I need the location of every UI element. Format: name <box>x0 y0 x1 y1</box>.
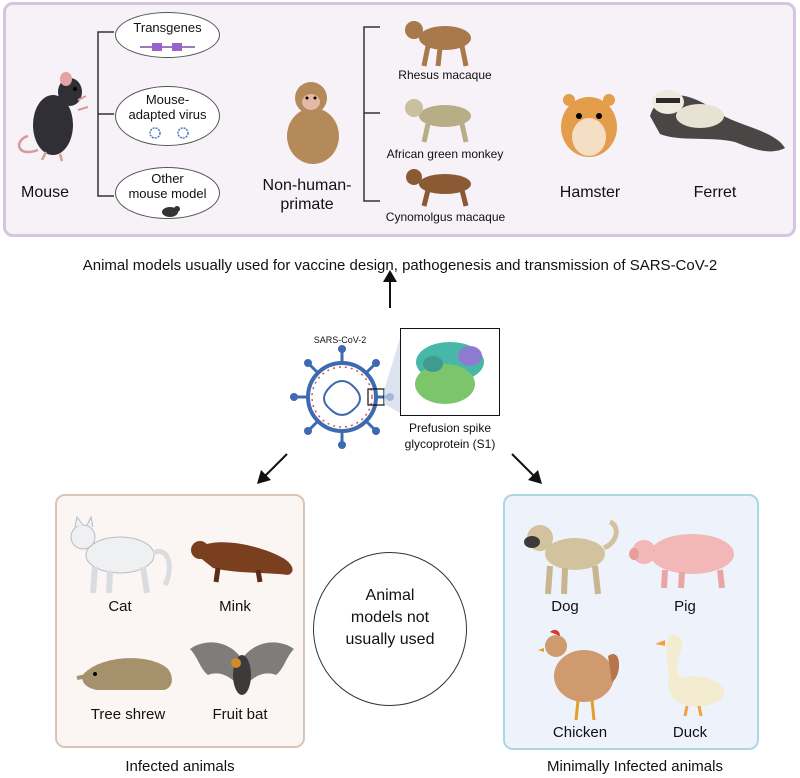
rhesus-macaque-label: Rhesus macaque <box>398 68 492 82</box>
duck-illustration <box>655 634 725 717</box>
african-green-monkey-illustration <box>405 99 471 143</box>
ferret-illustration <box>650 90 785 152</box>
duck-label: Duck <box>672 724 708 741</box>
mouse-illustration <box>17 72 89 162</box>
infected-animals-panel <box>55 494 305 748</box>
primate-label: Non-human- primate <box>262 177 352 213</box>
tree-shrew-illustration <box>76 658 172 690</box>
fruit-bat-illustration <box>190 642 294 695</box>
not-used-circle <box>313 552 467 706</box>
arrow-down-left-icon <box>257 453 288 484</box>
mouse-adapted-virus-label: Mouse- adapted virus <box>128 92 207 122</box>
fruit-bat-label: Fruit bat <box>212 706 268 723</box>
spike-protein-structure <box>415 342 484 404</box>
minimally-infected-caption: Minimally Infected animals <box>547 758 723 775</box>
not-used-text: Animal models not usually used <box>345 587 435 648</box>
hamster-illustration <box>561 94 617 157</box>
transgenes-label: Transgenes <box>133 20 202 35</box>
mink-illustration <box>191 541 293 583</box>
mouse-label: Mouse <box>20 184 70 201</box>
chicken-label: Chicken <box>552 724 608 741</box>
arrow-up-icon <box>383 270 397 308</box>
rhesus-macaque-illustration <box>405 21 471 67</box>
mink-label: Mink <box>219 598 251 615</box>
animal-models-caption: Animal models usually used for vaccine d… <box>82 257 718 274</box>
dog-illustration <box>524 519 619 595</box>
chicken-illustration <box>538 629 620 721</box>
spike-protein-label: Prefusion spike glycoprotein (S1) <box>404 421 496 451</box>
virus-name-label: SARS-CoV-2 <box>313 335 367 345</box>
transgene-icon <box>140 43 195 51</box>
transgenes-option <box>115 12 220 58</box>
pig-illustration <box>629 534 734 589</box>
cynomolgus-macaque-label: Cynomolgus macaque <box>385 210 506 224</box>
mouse-adapted-virus-option <box>115 86 220 146</box>
hamster-label: Hamster <box>559 184 621 201</box>
mouse-bracket <box>97 31 114 197</box>
pig-label: Pig <box>674 598 696 615</box>
cynomolgus-macaque-illustration <box>406 169 471 207</box>
dog-label: Dog <box>551 598 579 615</box>
sars-cov-2-virus-icon <box>290 345 394 449</box>
primate-bracket <box>363 26 380 202</box>
small-mouse-icon <box>162 206 180 217</box>
other-mouse-model-label: Other mouse model <box>128 171 207 201</box>
cat-label: Cat <box>108 598 132 615</box>
primate-illustration <box>287 82 339 164</box>
arrow-down-right-icon <box>511 453 542 484</box>
infected-animals-caption: Infected animals <box>125 758 235 775</box>
african-green-monkey-label: African green monkey <box>386 147 504 161</box>
zoom-connector <box>384 332 402 414</box>
cat-illustration <box>70 515 172 594</box>
tree-shrew-label: Tree shrew <box>90 706 166 723</box>
ferret-label: Ferret <box>693 184 737 201</box>
virus-small-icons <box>149 127 189 139</box>
